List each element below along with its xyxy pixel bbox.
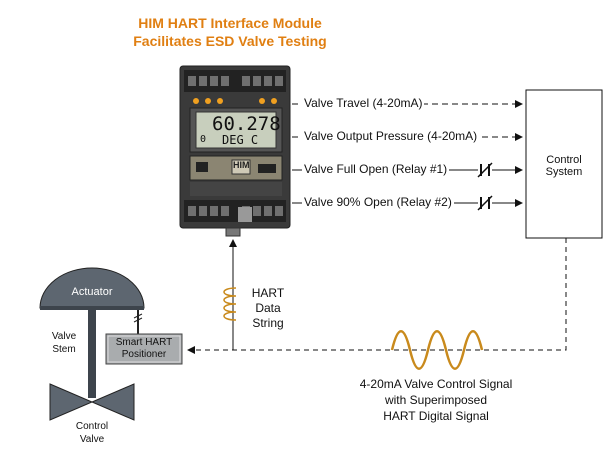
signal-label-output-pressure: Valve Output Pressure (4-20mA)	[302, 129, 480, 143]
module-display-unit: DEG C	[222, 133, 259, 147]
positioner-box	[105, 333, 183, 365]
module-display-channel: 0	[200, 134, 207, 145]
actuator-icon	[39, 267, 145, 310]
control-valve-label: Control Valve	[75, 421, 109, 445]
hart-data-wave-icon	[223, 287, 237, 321]
valve-body-left-icon	[49, 383, 94, 421]
loop-signal-label: 4-20mA Valve Control Signal with Superim…	[359, 377, 513, 423]
status-leds	[193, 98, 277, 104]
positioner-label: Smart HART Positioner	[115, 337, 173, 360]
hart-signal-wave-icon	[390, 330, 484, 370]
loop-wiring	[187, 238, 567, 354]
diagram-title: HIM HART Interface Module Facilitates ES…	[100, 14, 360, 50]
actuator-label: Actuator	[71, 286, 113, 298]
signal-label-full-open: Valve Full Open (Relay #1)	[302, 162, 450, 176]
module-display-value: 60.278	[212, 113, 281, 135]
hart-data-label: HART Data String	[251, 286, 285, 330]
control-system-label: Control System	[545, 154, 583, 178]
him-module	[179, 65, 291, 237]
valve-body-right-icon	[90, 383, 135, 421]
valve-stem-label: Valve Stem	[51, 331, 77, 355]
relay-contact-icon	[477, 162, 493, 178]
valve-stem-icon	[88, 310, 96, 398]
signal-label-90-open: Valve 90% Open (Relay #2)	[302, 195, 454, 209]
signal-label-valve-travel: Valve Travel (4-20mA)	[302, 96, 425, 110]
relay-contact-icon	[477, 195, 493, 211]
control-system-box	[525, 89, 603, 239]
module-badge: HIM	[233, 160, 250, 170]
title-line-2: Facilitates ESD Valve Testing	[133, 33, 327, 49]
title-line-1: HIM HART Interface Module	[138, 15, 322, 31]
